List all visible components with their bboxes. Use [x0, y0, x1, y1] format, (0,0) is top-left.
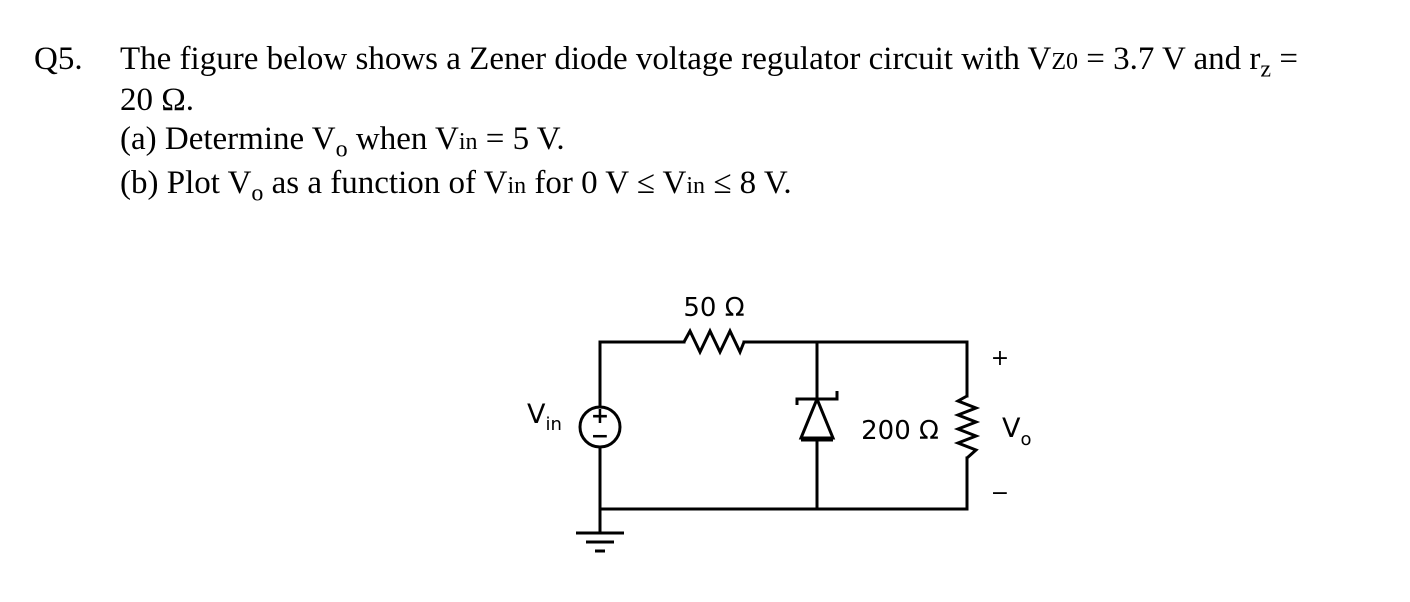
output-label-main: V [1002, 413, 1021, 444]
ground-icon [576, 531, 624, 553]
source-label-sub: in [545, 414, 561, 435]
question-text: Q5. The figure below shows a Zener diode… [0, 0, 1410, 230]
line1-pre: The figure below shows a Zener diode vol… [120, 41, 1052, 77]
part-a-post: = 5 V. [477, 121, 565, 157]
output-label-sub: o [1020, 429, 1031, 450]
output-minus-label: − [991, 481, 1009, 506]
part-b-sub-o: o [251, 180, 264, 207]
part-a-pre: (a) Determine V [120, 121, 336, 157]
series-resistor [682, 327, 746, 356]
source-plus-sign: + [591, 404, 609, 429]
output-label: Vo [1002, 413, 1032, 450]
question-line-1: The figure below shows a Zener diode vol… [120, 39, 1298, 91]
part-a-mid: when V [347, 121, 459, 157]
question-number: Q5. [34, 41, 83, 77]
zener-triangle [798, 395, 836, 440]
line1-mid: = 3.7 V and r [1078, 41, 1261, 77]
source-minus-sign: − [591, 424, 609, 449]
question-part-b: (b) Plot Vo as a function of Vin for 0 V… [120, 163, 792, 215]
load-resistor-label: 200 Ω [861, 416, 939, 446]
question-part-a: (a) Determine Vo when Vin = 5 V. [120, 119, 565, 171]
output-plus-label: + [991, 346, 1009, 371]
part-a-sub-o: o [335, 136, 348, 163]
source-label-main: V [527, 399, 546, 430]
series-resistor-label: 50 Ω [683, 293, 744, 323]
part-b-sub-in-2: in [686, 173, 706, 199]
part-b-post: ≤ 8 V. [705, 165, 792, 201]
question-line-2: 20 Ω. [120, 82, 195, 118]
zener-diode [795, 391, 839, 442]
wire-top-left [598, 340, 686, 416]
part-b-mid1: as a function of V [263, 165, 508, 201]
rz-subscript: z [1260, 56, 1272, 83]
wire-bottom [598, 438, 969, 511]
load-resistor [953, 394, 981, 460]
voltage-source: + − [578, 404, 622, 449]
source-label: Vin [527, 399, 562, 435]
zener-regulator-circuit: + − 50 Ω 200 Ω Vin + − Vo [527, 293, 1032, 553]
line1-post: = [1271, 41, 1298, 77]
part-b-pre: (b) Plot V [120, 165, 252, 201]
source-circle [578, 405, 622, 449]
part-b-mid2: for 0 V ≤ V [526, 165, 687, 201]
vz-subscript: Z0 [1051, 49, 1079, 75]
part-b-sub-in-1: in [507, 173, 527, 199]
zener-bar [795, 391, 839, 405]
part-a-sub-in: in [458, 129, 478, 155]
